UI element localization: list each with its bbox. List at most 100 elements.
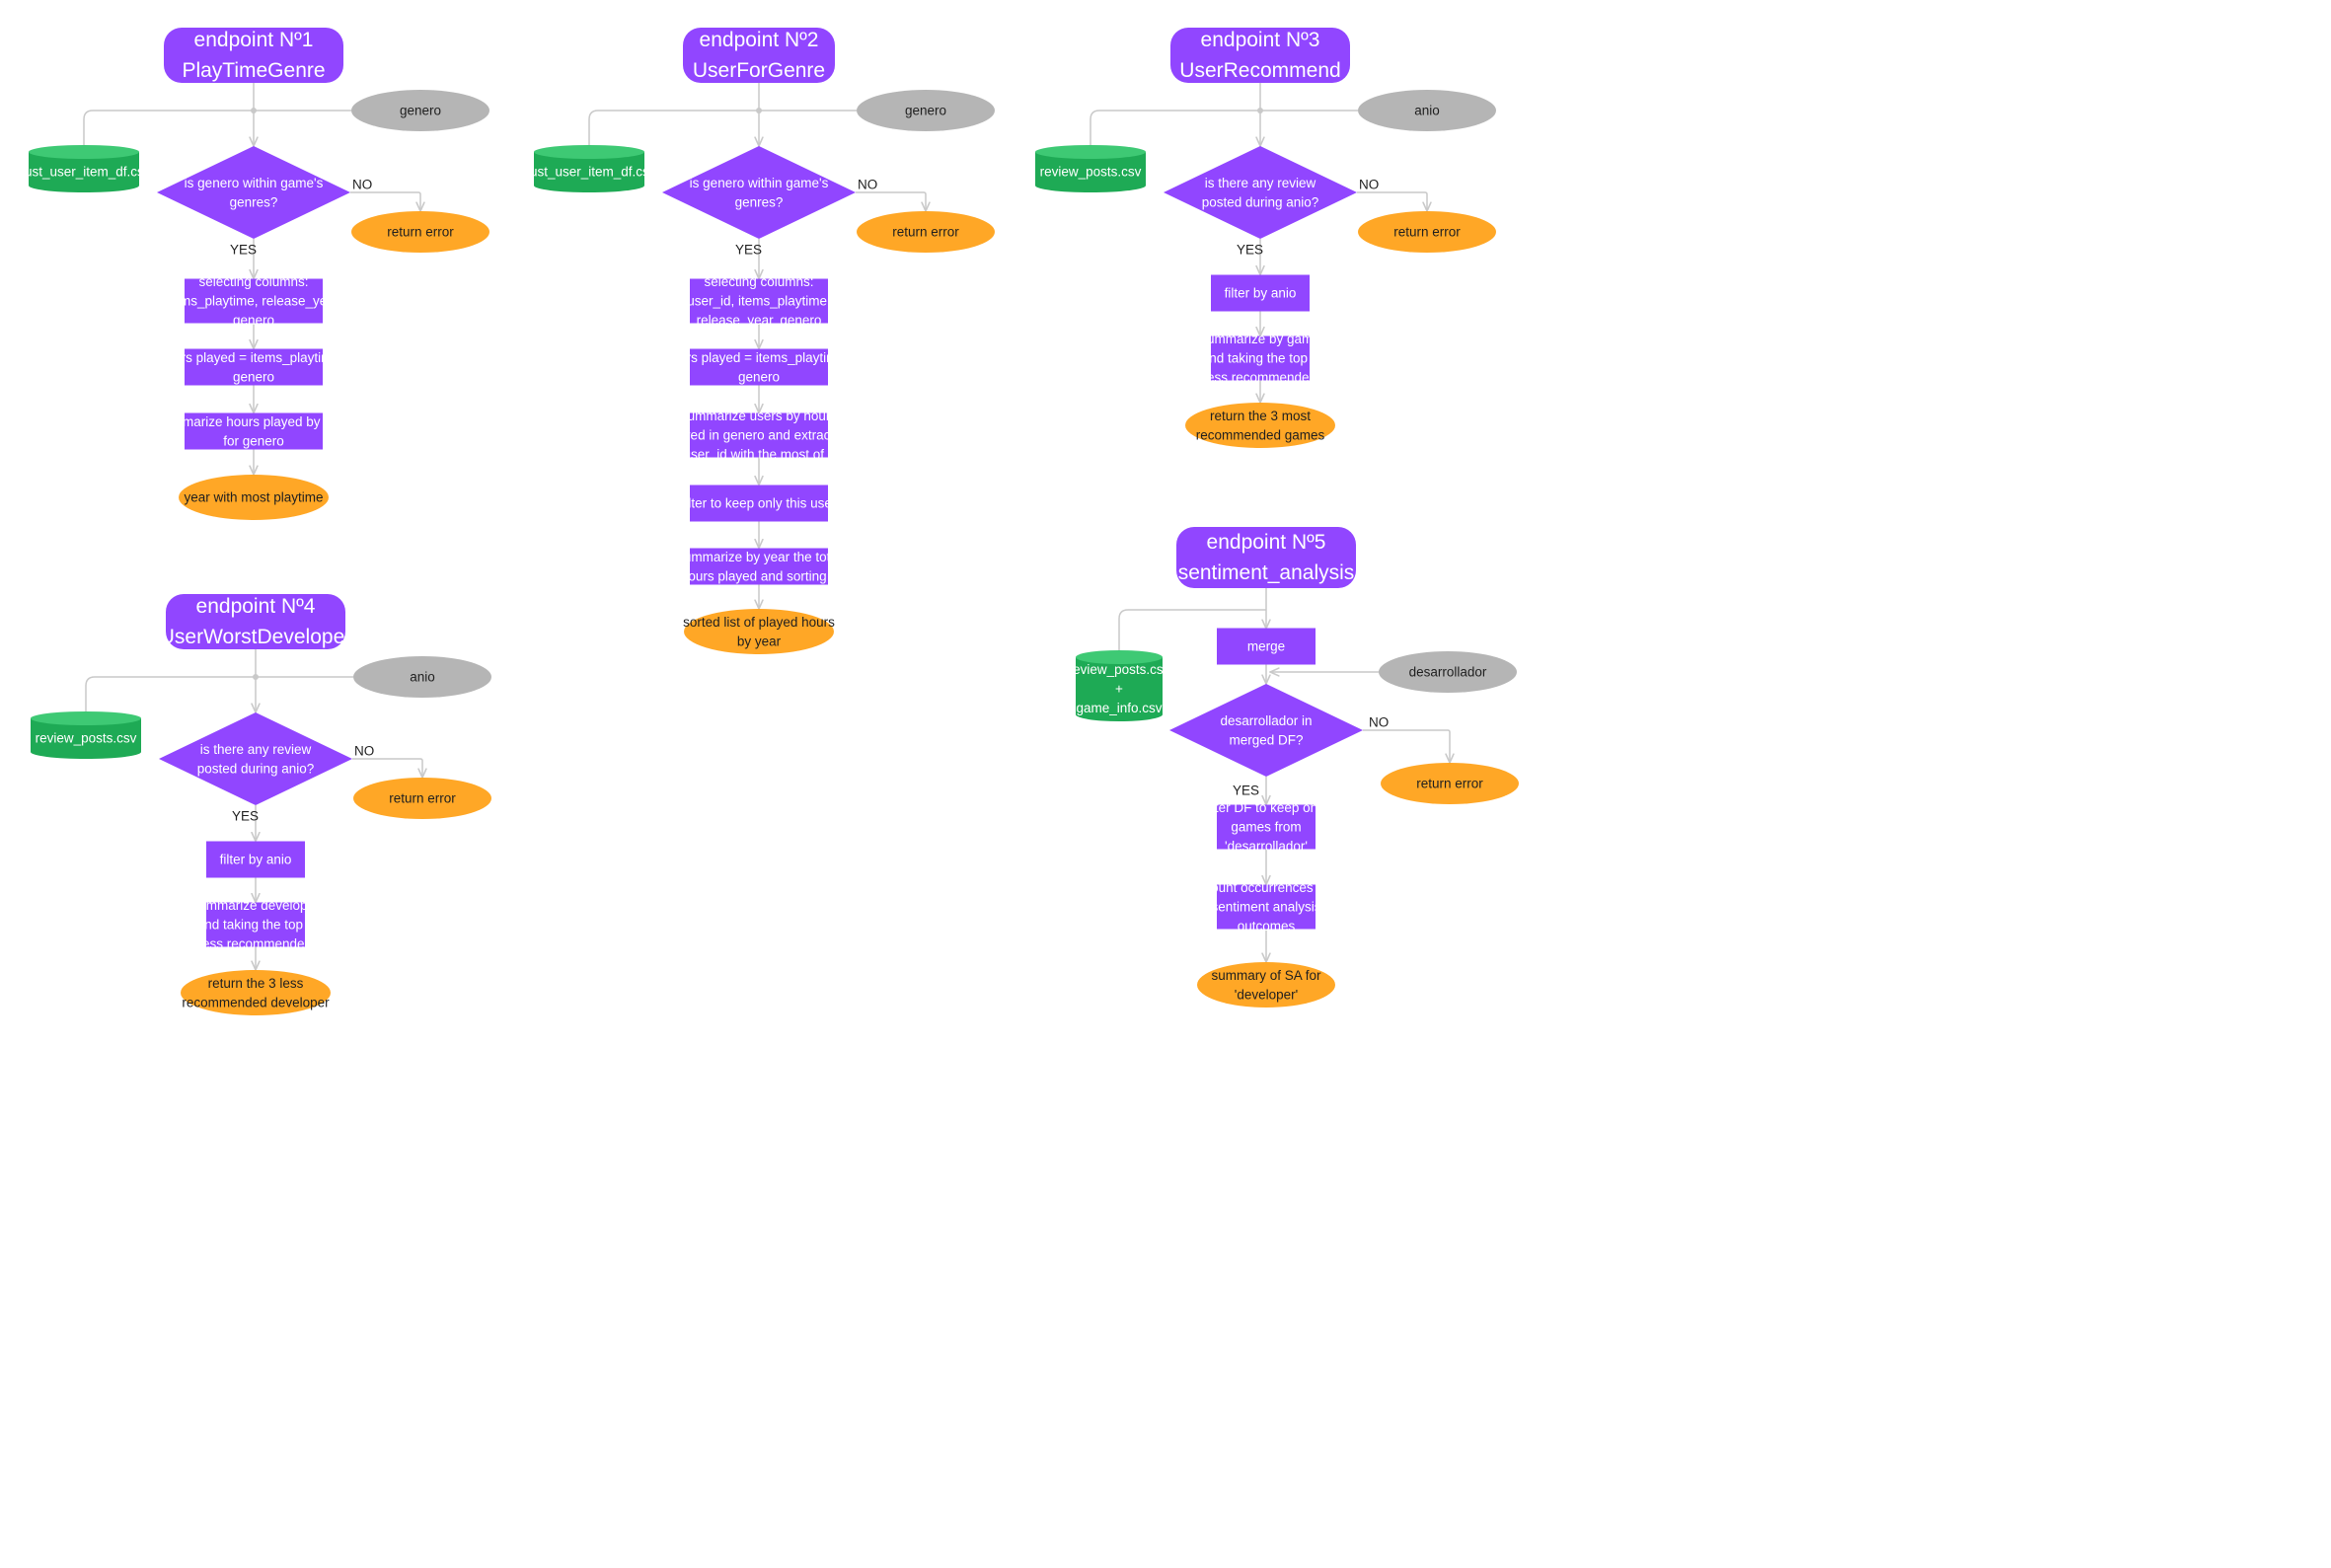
ep1-result [179,475,329,520]
ep1-step-1-label-line: items_playtime, release_year, [166,294,342,309]
ep5-result-label-line: 'developer' [1235,987,1298,1002]
ep3-step-2-label-line: less recommended [1204,370,1316,385]
ep2-decision-label-line: genres? [735,194,784,209]
ep5-error-label-line: return error [1416,777,1483,791]
ep3-source-label-line: review_posts.csv [1040,165,1142,180]
ep1-step-2 [185,348,323,386]
ep4-result-label-line: return the 3 less [208,976,304,991]
ep5-source-label: review_posts.csv + game_info.csv [1069,662,1170,715]
ep2-input-label-line: genero [905,104,946,118]
ep2-step-5-label-line: hours played and sorting it [681,568,838,583]
ep2-source-label: aust_user_item_df.csv [522,165,655,180]
ep3-decision-label: is there any review posted during anio? [1202,176,1319,210]
ep5-title-label-line: endpoint Nº5 [1207,531,1326,554]
ep5-source-label-line: + [1115,682,1123,697]
ep1-step-3 [185,412,323,450]
ep3-error-label: return error [1393,225,1461,240]
ep3-result [1185,403,1335,448]
ep5-source-label-line: game_info.csv [1076,701,1162,715]
ep4-yes-label: YES [232,809,259,824]
ep1-decision-label-line: is genero within game's [185,176,324,190]
ep2-step-1 [690,278,828,324]
connector [1090,110,1260,147]
ep3-error [1358,211,1496,253]
ep2-title-label-line: UserForGenre [693,59,825,82]
ep2-step-1-label: selecting columns:user_id, items_playtim… [687,274,831,328]
ep1-yes-label: YES [230,243,257,258]
ep5-decision-label-line: merged DF? [1229,732,1303,747]
ep3-decision-label-line: posted during anio? [1202,194,1319,209]
ep5-step-1-label-line: games from [1231,820,1301,835]
ep3-result-label-line: return the 3 most [1210,409,1311,423]
ep4-source-label-line: review_posts.csv [36,731,137,746]
ep3-source-top [1035,145,1146,159]
ep4-result [181,970,331,1015]
ep4-error [353,778,491,819]
connector-layer [83,83,1450,970]
ep1-decision [157,146,350,239]
ep4-decision-label-line: posted during anio? [197,761,315,776]
ep4-input-label: anio [410,670,435,685]
ep5-input-label-line: desarrollador [1409,665,1487,680]
connector [83,110,254,147]
ep4-step-2-label-line: and taking the top 3 [197,918,315,933]
ep4-source-body [31,718,141,759]
ep1-result-label-line: year with most playtime [184,490,323,505]
ep3-source-label: review_posts.csv [1040,165,1142,180]
ep2-step-2 [690,348,828,386]
ep2-error-label-line: return error [892,225,959,240]
ep2-step-2-label: hours played = items_playtime *genero [664,350,854,385]
ep1-input [351,90,489,131]
ep1-source-label-line: aust_user_item_df.csv [17,165,150,180]
ep1-error [351,211,489,253]
ep3-step-1-label-line: filter by anio [1225,286,1297,301]
ep3-input-label-line: anio [1414,104,1440,118]
ep2-result-label-line: by year [737,634,782,648]
ep5-title-box [1176,527,1356,588]
ep3-input-label: anio [1414,104,1440,118]
ep5-source [1076,650,1163,721]
ep2-no-label: NO [858,178,877,192]
ep2-step-5 [690,548,828,585]
ep2-step-2-label-line: hours played = items_playtime * [664,350,854,365]
ep2-input [857,90,995,131]
ep2-title-box [683,28,835,83]
ep5-merge [1217,628,1316,665]
ep1-input-label-line: genero [400,104,441,118]
ep5-yes-label: YES [1233,784,1259,798]
ep4-title-box [166,594,345,649]
ep4-step-2-label-line: less recommended [199,936,312,951]
ep5-source-label-line: review_posts.csv [1069,662,1170,677]
ep5-no-label: NO [1369,715,1389,730]
ep5-step-2 [1217,884,1316,930]
ep2-result [684,609,834,654]
ep1-step-1-label-line: genero [233,313,274,328]
ep1-title-label-line: endpoint Nº1 [194,29,314,51]
ep4-decision [159,712,352,805]
ep3-title-box [1170,28,1350,83]
ep3-step-2 [1211,336,1310,381]
ep5-merge-label: merge [1247,639,1285,654]
ep3-decision-label-line: is there any review [1205,176,1316,190]
connector [856,191,926,211]
ep2-step-5-label-line: summarize by year the total [677,550,841,564]
ep5-step-1-label-line: filter DF to keep only [1205,800,1327,815]
ep1-error-label-line: return error [387,225,454,240]
ep2-step-3-label-line: user_id with the most of it [683,447,834,462]
ep5-decision-label-line: desarrollador in [1220,713,1312,728]
ep5-step-2-label-line: count occurrences of [1204,880,1328,895]
ep5-step-1-label-line: 'desarrollador' [1225,839,1308,854]
ep1-source-body [29,152,139,192]
ep5-title-label-line: sentiment_analysis [1178,561,1355,584]
ep1-step-2-label-line: genero [233,369,274,384]
ep5-decision [1169,684,1363,777]
ep4-input-label-line: anio [410,670,435,685]
ep4-step-1-label: filter by anio [220,853,292,867]
